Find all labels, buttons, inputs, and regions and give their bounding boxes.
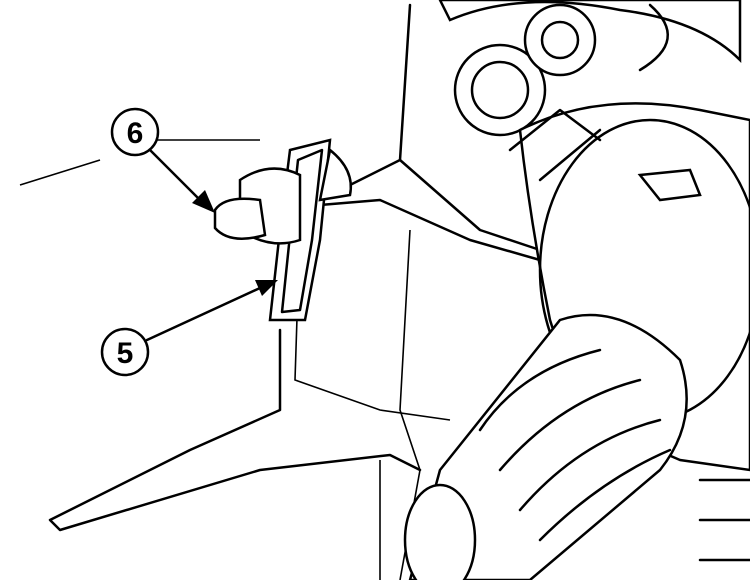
splined-shaft — [403, 313, 750, 580]
callout-5: 5 — [100, 280, 278, 377]
callout-6: 6 — [110, 107, 215, 213]
rear-housing-holes — [438, 0, 742, 137]
callout-6-label: 6 — [127, 117, 144, 150]
arrowhead-icon — [255, 280, 278, 296]
bulb-holder — [213, 147, 353, 245]
arrowhead-icon — [192, 190, 215, 213]
callout-5-label: 5 — [117, 337, 134, 370]
